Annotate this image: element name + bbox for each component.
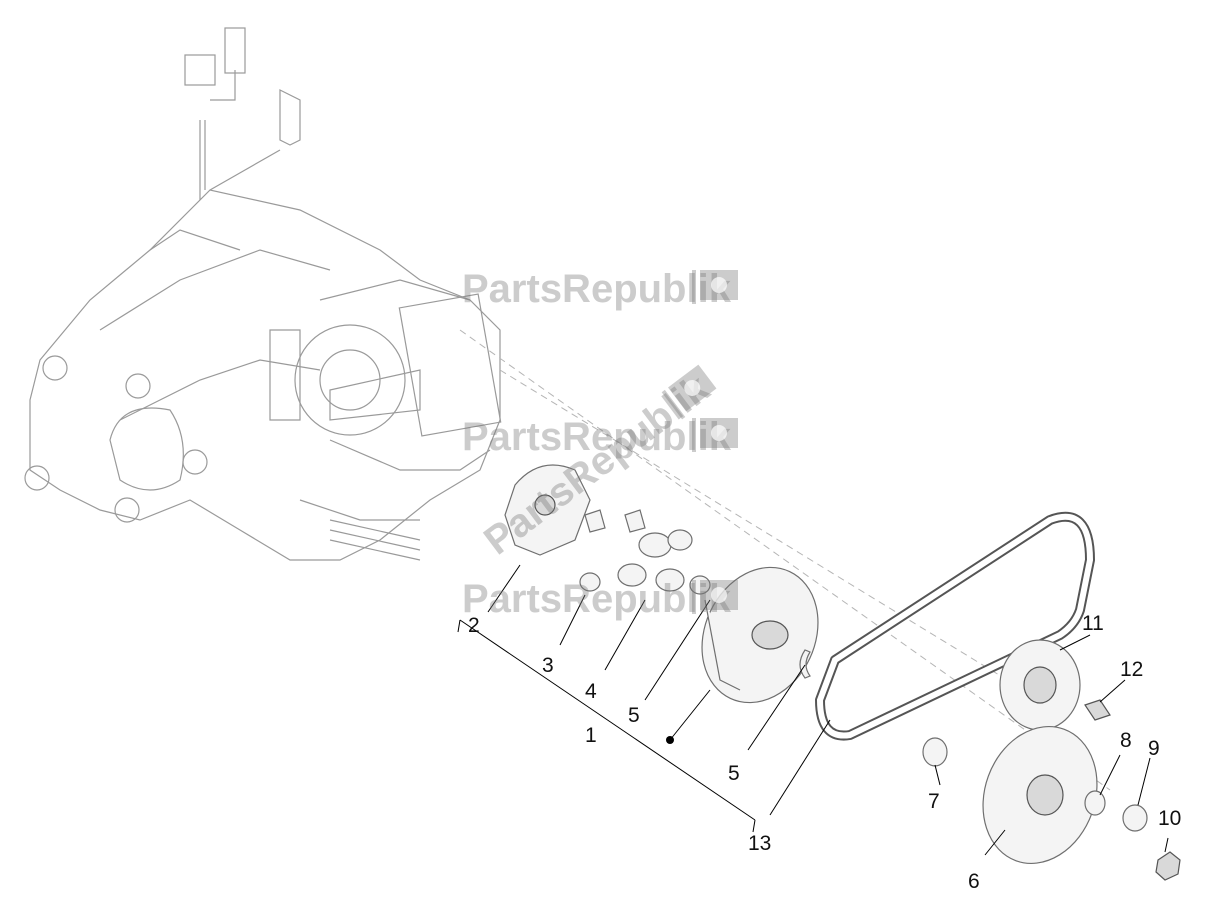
engine-assembly (24, 27, 502, 561)
callout-2: 2 (468, 614, 480, 637)
callout-10: 10 (1158, 807, 1181, 830)
circlip (799, 649, 811, 679)
gear-icon (711, 587, 727, 603)
callout-6: 6 (968, 870, 980, 893)
callout-3: 3 (542, 654, 554, 677)
watermark-bottom: PartsRepublik (462, 577, 738, 621)
gear-icon (711, 425, 727, 441)
assembly-axis-line (459, 329, 1111, 791)
variator-ramp-plate (504, 464, 591, 556)
kit-bracket-line (459, 619, 756, 821)
callout-12: 12 (1120, 658, 1143, 681)
gear-icon (684, 379, 701, 396)
cup-washer (1122, 804, 1148, 832)
callouts: 1 2 3 4 5 5 5 6 7 8 9 10 11 12 13 (468, 612, 1181, 893)
screw (1084, 699, 1111, 721)
svg-text:PartsRepublik: PartsRepublik (462, 267, 732, 311)
callout-5-b: 5 (728, 762, 740, 785)
watermark-top: PartsRepublik (462, 267, 738, 311)
callout-1: 1 (585, 724, 597, 747)
spacer-washer (1084, 790, 1106, 816)
fan-pulley (982, 725, 1098, 865)
watermark-middle: PartsRepublik (462, 415, 738, 459)
callout-4: 4 (585, 680, 597, 703)
callout-9: 9 (1148, 737, 1160, 760)
callout-13: 13 (748, 832, 771, 855)
clutch-bell (999, 639, 1081, 731)
svg-text:PartsRepublik: PartsRepublik (462, 415, 732, 459)
callout-11: 11 (1082, 612, 1104, 635)
watermarks: PartsRepublik PartsRepublik PartsRepubli… (462, 267, 738, 621)
gear-icon (711, 277, 727, 293)
callout-5-a: 5 (628, 704, 640, 727)
sliders-and-rollers (579, 509, 711, 595)
nut (1155, 851, 1181, 881)
leader-lines (487, 564, 1169, 856)
assembly-axis-line-2 (499, 369, 1041, 701)
driving-pulley (701, 566, 819, 704)
svg-text:PartsRepublik: PartsRepublik (462, 577, 732, 621)
callout-8: 8 (1120, 729, 1132, 752)
washer (922, 737, 948, 767)
callout-7: 7 (928, 790, 940, 813)
